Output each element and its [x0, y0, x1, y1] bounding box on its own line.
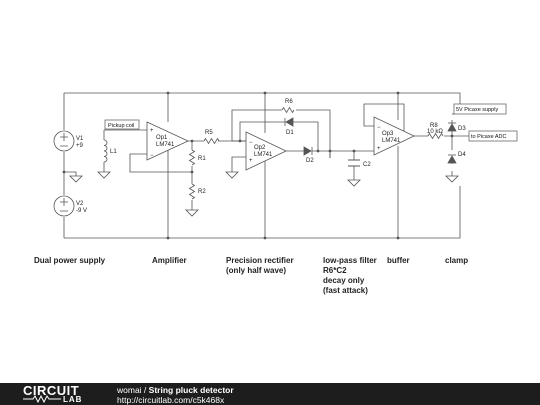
op2-name: Op2	[254, 145, 266, 151]
picaxe-supply-tag	[453, 103, 507, 115]
circuit-url-link[interactable]: http://circuitlab.com/c5k468x	[117, 395, 225, 405]
section-filter-label-1: low-pass filter	[323, 256, 377, 265]
d4-diode-icon	[447, 154, 457, 164]
d2-name: D2	[306, 158, 314, 164]
op3-name: Op3	[382, 131, 394, 137]
r8-name: R8	[430, 123, 438, 129]
pickup-coil-label: Pickup coil	[108, 123, 134, 129]
op2-plus-sign: +	[249, 158, 253, 164]
section-buffer-label: buffer	[387, 256, 410, 265]
picaxe-supply-label: 5V Picaxe supply	[456, 107, 498, 113]
op2-minus-sign: −	[249, 140, 253, 146]
op3-opamp-icon	[373, 116, 415, 156]
picaxe-adc-label: to Picaxe ADC	[471, 134, 506, 140]
r1-resistor-icon	[188, 149, 196, 166]
section-filter-label-2: R6*C2	[323, 266, 347, 275]
logo-resistor-icon	[23, 395, 61, 403]
v2-source	[53, 195, 75, 217]
d3-name: D3	[458, 126, 466, 132]
d3-diode-icon	[447, 122, 457, 132]
ground-r2-icon	[185, 209, 199, 217]
pickup-coil-tag	[104, 119, 140, 130]
junction-dots	[62, 91, 454, 240]
l1-name: L1	[110, 149, 117, 155]
op3-plus-sign: +	[377, 146, 381, 152]
v1-source	[53, 130, 75, 152]
op3-model: LM741	[382, 138, 401, 144]
ground-coil-icon	[97, 171, 111, 179]
power-ground-wire	[64, 171, 77, 176]
v2-value: -9 V	[76, 208, 87, 214]
section-rectifier-label-2: (only half wave)	[226, 266, 287, 275]
coil-wires	[103, 129, 147, 172]
c2-capacitor-icon	[348, 159, 360, 167]
title-separator: /	[141, 385, 149, 395]
r2-name: R2	[198, 189, 206, 195]
section-filter-label-3: decay only	[323, 276, 365, 285]
ground-clamp-icon	[445, 175, 459, 183]
author-link[interactable]: womai	[117, 385, 142, 395]
section-filter-label-4: (fast attack)	[323, 286, 368, 295]
footer-title: womai / String pluck detector	[117, 385, 234, 395]
d4-name: D4	[458, 152, 466, 158]
top-rail-wire	[64, 92, 461, 106]
section-rectifier-label-1: Precision rectifier	[226, 256, 294, 265]
r5-name: R5	[205, 130, 213, 136]
circuit-title: String pluck detector	[148, 385, 234, 395]
circuitlab-logo[interactable]: CIRCUIT LAB	[23, 383, 95, 405]
r6-name: R6	[285, 99, 293, 105]
r8-value: 10 kΩ	[427, 129, 443, 135]
ground-c2-icon	[347, 179, 361, 187]
d1-diode-icon	[284, 117, 294, 127]
op1-minus-sign: −	[150, 153, 154, 159]
r8-resistor-icon	[427, 132, 444, 140]
v1-value: +9	[76, 143, 84, 149]
logo-text-top: CIRCUIT	[23, 383, 80, 398]
op2-opamp-icon	[245, 131, 287, 171]
bottom-rail-wire	[64, 186, 461, 239]
v2-name: V2	[76, 201, 84, 207]
section-clamp-label: clamp	[445, 256, 469, 265]
op2-model: LM741	[254, 152, 273, 158]
d1-name: D1	[286, 130, 294, 136]
section-power-label: Dual power supply	[34, 256, 106, 265]
ground-op2-icon	[225, 171, 239, 179]
r5-resistor-icon	[203, 137, 220, 145]
d2-diode-icon	[303, 146, 313, 156]
op1-feedback-wire	[129, 153, 192, 173]
logo-text-bottom: LAB	[63, 395, 83, 404]
circuit-schematic: V1 +9 V2 -9 V L1 Pickup coil + − Op1 LM7…	[53, 91, 518, 240]
r2-resistor-icon	[188, 183, 196, 200]
c2-name: C2	[363, 162, 371, 168]
op3-feedback-wire	[363, 103, 405, 136]
op3-minus-sign: −	[377, 125, 381, 131]
section-amplifier-label: Amplifier	[152, 256, 187, 265]
d1-wires	[239, 121, 319, 151]
ground-v-icon	[69, 175, 83, 183]
op1-plus-sign: +	[150, 128, 154, 134]
op2-ground-wire	[231, 156, 246, 172]
picaxe-adc-tag	[468, 130, 518, 142]
op1-model: LM741	[156, 142, 175, 148]
coil-icon	[103, 139, 108, 163]
op1-opamp-icon	[146, 121, 189, 161]
v1-name: V1	[76, 136, 84, 142]
op1-name: Op1	[156, 135, 168, 141]
r1-name: R1	[198, 156, 206, 162]
footer-bar: CIRCUIT LAB womai / String pluck detecto…	[0, 383, 540, 405]
r6-resistor-icon	[281, 106, 295, 114]
